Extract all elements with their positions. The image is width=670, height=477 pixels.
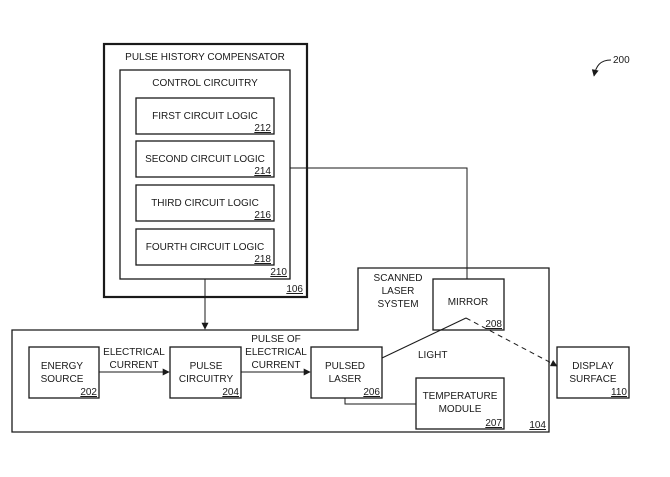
figure-ref-label: 200 xyxy=(613,55,630,66)
compensator-ref: 106 xyxy=(286,284,303,295)
pulse-of-electrical-current-line2: ELECTRICAL xyxy=(245,347,307,358)
electrical-current-line1: ELECTRICAL xyxy=(103,347,165,358)
temperature-module: TEMPERATURE MODULE 207 xyxy=(415,377,505,430)
laser-to-temperature-line xyxy=(344,398,416,405)
fourth-circuit-logic: FOURTH CIRCUIT LOGIC 218 xyxy=(135,228,275,266)
scanned-laser-system-title-line3: SYSTEM xyxy=(377,299,418,310)
energy-source-line2: SOURCE xyxy=(41,374,84,385)
temperature-module-line1: TEMPERATURE xyxy=(423,391,498,402)
first-circuit-logic-label: FIRST CIRCUIT LOGIC xyxy=(152,111,258,122)
mirror-ref: 208 xyxy=(485,319,502,330)
figure-ref-arrow xyxy=(591,59,612,77)
electrical-current-line2: CURRENT xyxy=(110,360,159,371)
pulse-circuitry-line2: CIRCUITRY xyxy=(179,374,234,385)
pulsed-laser-line1: PULSED xyxy=(325,361,365,372)
third-circuit-logic: THIRD CIRCUIT LOGIC 216 xyxy=(135,184,275,222)
control-circuitry-title: CONTROL CIRCUITRY xyxy=(152,78,258,89)
pulse-circuitry: PULSE CIRCUITRY 204 xyxy=(169,346,242,399)
display-surface-line2: SURFACE xyxy=(569,374,617,385)
light-label: LIGHT xyxy=(418,350,447,361)
scanned-laser-system-box xyxy=(11,267,550,433)
display-surface: DISPLAY SURFACE 110 xyxy=(556,346,630,399)
mirror: MIRROR 208 xyxy=(432,278,505,331)
first-circuit-logic: FIRST CIRCUIT LOGIC 212 xyxy=(135,97,275,135)
temperature-module-ref: 207 xyxy=(485,418,502,429)
pulsed-laser-ref: 206 xyxy=(363,387,380,398)
fourth-circuit-logic-label: FOURTH CIRCUIT LOGIC xyxy=(146,242,265,253)
control-circuitry-ref: 210 xyxy=(270,267,287,278)
compensator-title: PULSE HISTORY COMPENSATOR xyxy=(125,52,285,63)
pulse-circuitry-ref: 204 xyxy=(222,387,239,398)
second-circuit-logic-label: SECOND CIRCUIT LOGIC xyxy=(145,154,265,165)
energy-source: ENERGY SOURCE 202 xyxy=(28,346,100,399)
control-to-mirror-line xyxy=(290,167,468,279)
pulse-of-electrical-current-line1: PULSE OF xyxy=(251,334,300,345)
first-circuit-logic-ref: 212 xyxy=(254,123,271,134)
mirror-label: MIRROR xyxy=(448,297,489,308)
energy-source-ref: 202 xyxy=(80,387,97,398)
pulsed-laser: PULSED LASER 206 xyxy=(310,346,383,399)
pulse-of-electrical-current-line3: CURRENT xyxy=(252,360,301,371)
mirror-to-display-light xyxy=(465,317,558,367)
fourth-circuit-logic-ref: 218 xyxy=(254,254,271,265)
temperature-module-line2: MODULE xyxy=(439,404,482,415)
pulsed-laser-line2: LASER xyxy=(329,374,362,385)
pulse-circuitry-line1: PULSE xyxy=(190,361,223,372)
display-surface-ref: 110 xyxy=(611,387,627,398)
scanned-laser-system-ref: 104 xyxy=(529,420,546,431)
display-surface-line1: DISPLAY xyxy=(572,361,614,372)
scanned-laser-system-title-line2: LASER xyxy=(382,286,415,297)
second-circuit-logic: SECOND CIRCUIT LOGIC 214 xyxy=(135,140,275,178)
scanned-laser-system-title-line1: SCANNED xyxy=(374,273,423,284)
laser-to-mirror-light xyxy=(381,317,467,359)
third-circuit-logic-label: THIRD CIRCUIT LOGIC xyxy=(151,198,259,209)
third-circuit-logic-ref: 216 xyxy=(254,210,271,221)
energy-source-line1: ENERGY xyxy=(41,361,84,372)
second-circuit-logic-ref: 214 xyxy=(254,166,271,177)
